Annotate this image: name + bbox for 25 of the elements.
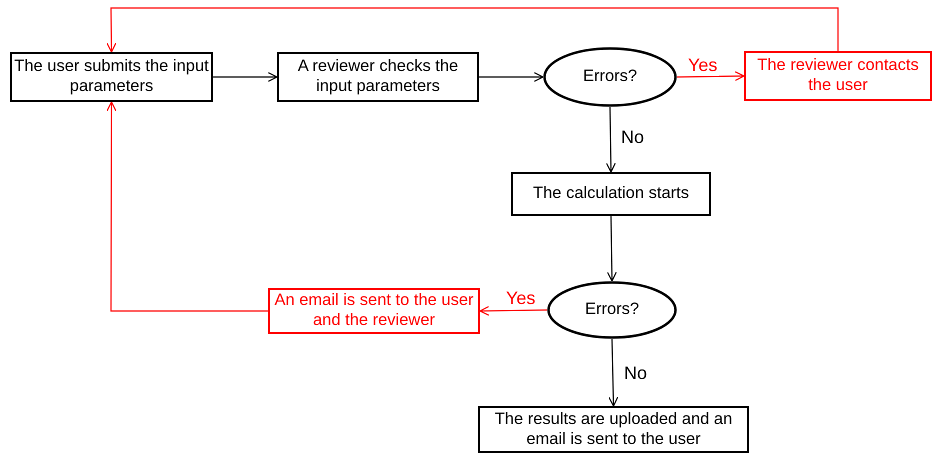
- arrow: [479, 306, 547, 316]
- arrow: [606, 106, 616, 173]
- node-text: The results are uploaded and an email is sent to the user: [494, 410, 734, 450]
- process-box: [744, 51, 932, 101]
- decision-ellipse: [547, 281, 677, 339]
- node-text: The reviewer contacts the user: [756, 56, 920, 96]
- process-box: [511, 172, 711, 216]
- process-box: [268, 288, 480, 334]
- node-text: Errors?: [584, 300, 640, 320]
- node-text: The user submits the input parameters: [13, 57, 210, 97]
- arrow: [606, 216, 617, 282]
- process-box: [277, 52, 479, 102]
- arrow: [106, 7, 839, 53]
- node-text: Errors?: [582, 67, 638, 87]
- node-text: The calculation starts: [533, 184, 689, 204]
- arrow: [608, 338, 618, 407]
- process-box: [478, 406, 749, 453]
- node-text: An email is sent to the user and the reviewer: [273, 291, 474, 331]
- edge-label: Yes: [686, 56, 720, 76]
- arrow: [106, 101, 268, 312]
- decision-ellipse: [543, 47, 677, 107]
- node-text: A reviewer checks the input parameters: [296, 57, 460, 97]
- arrow: [213, 72, 278, 82]
- arrow: [479, 72, 544, 82]
- arrow: [677, 71, 745, 82]
